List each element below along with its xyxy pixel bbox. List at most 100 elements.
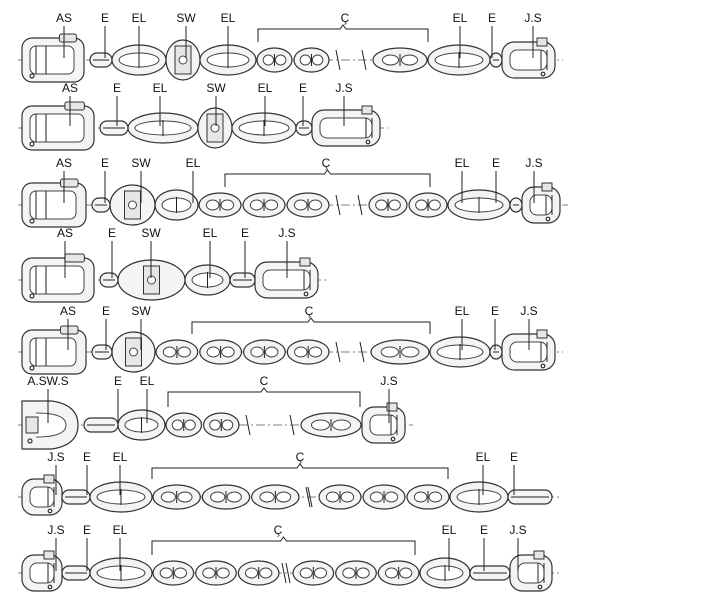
end-link-shape [127,112,199,144]
common-links-bracket [151,536,416,555]
part-label: E [510,450,518,464]
enlarged-link-shape [489,344,503,360]
part-label: EL [140,374,155,388]
part-label: E [241,226,249,240]
common-links-bracket [257,24,429,42]
joining-shackle-shape [21,550,63,592]
part-label: EL [476,450,491,464]
part-label: AS [62,81,78,95]
joining-shackle-shape [521,182,561,224]
part-label: Ç [322,156,331,170]
common-link [251,484,300,510]
enlarged-link-shape [507,489,553,505]
enlarged-link-shape [61,565,91,581]
common-link [155,339,199,365]
joining-shackle-shape [501,329,556,371]
joining-shackle-shape [361,402,406,444]
part-label: EL [221,11,236,25]
common-link-stud-shape [256,47,330,73]
part-label: E [492,156,500,170]
chain-break [335,341,365,363]
common-link [286,339,330,365]
common-link-stud-shape [370,339,430,365]
common-link [335,560,377,586]
part-label: EL [113,523,128,537]
common-link-stud-shape [165,412,240,438]
part-label: J.S [47,523,64,537]
end-link-shape [419,557,471,589]
part-label: EL [186,156,201,170]
anchor-swivel-shackle-shape [21,400,79,450]
part-label: J.S [47,450,64,464]
common-link-stud-shape [152,484,300,510]
common-link [152,560,195,586]
anchor-shackle-shape [21,325,87,375]
common-link [152,484,201,510]
common-link [372,47,428,73]
enlarged-link-shape [83,417,119,433]
end-link-shape [449,481,509,513]
end-link-shape [184,264,231,296]
part-label: Ç [305,304,314,318]
joining-shackle-shape [254,257,319,299]
enlarged-link-shape [91,344,113,360]
part-label: EL [258,81,273,95]
end-link-shape [89,557,153,589]
part-label: E [108,226,116,240]
part-label: EL [203,226,218,240]
chain-break [245,414,295,436]
common-link [370,339,430,365]
swivel-shape [197,107,233,149]
enlarged-link-shape [99,120,129,136]
part-label: SW [206,81,226,95]
part-label: EL [455,156,470,170]
common-links-bracket [167,387,361,407]
part-label: AS [57,226,73,240]
common-link-stud-shape [372,47,428,73]
anchor-shackle-shape [21,33,85,83]
part-label: AS [60,304,76,318]
common-link-stud-shape [318,484,450,510]
joining-shackle-shape [501,37,556,79]
part-label: J.S [335,81,352,95]
end-link-shape [231,112,297,144]
enlarged-link-shape [295,120,313,136]
joining-shackle-shape [311,105,381,147]
common-link-stud-shape [292,560,420,586]
common-link [406,484,450,510]
swivel-shape [109,184,156,226]
common-links-bracket [224,169,431,187]
enlarged-link-shape [99,272,119,288]
part-label: EL [153,81,168,95]
common-link-stud-shape [152,560,280,586]
enlarged-link-shape [509,197,523,213]
common-link [195,560,237,586]
end-link-shape [429,336,491,368]
part-label: J.S [525,156,542,170]
part-label: EL [455,304,470,318]
part-label: E [101,11,109,25]
anchor-shackle-shape [21,253,95,303]
common-link [300,412,362,438]
enlarged-link-shape [229,272,256,288]
part-label: J.S [278,226,295,240]
swivel-shape [111,331,156,373]
joining-shackle-shape [21,474,63,516]
chain-break [281,562,291,584]
part-label: EL [113,450,128,464]
common-link [318,484,362,510]
part-label: AS [56,11,72,25]
common-link [198,192,242,218]
common-link [293,47,330,73]
common-link [408,192,448,218]
end-link-shape [447,189,511,221]
chain-break [335,49,367,71]
end-link-shape [117,409,166,441]
part-label: E [83,450,91,464]
common-link [362,484,406,510]
common-link [256,47,293,73]
